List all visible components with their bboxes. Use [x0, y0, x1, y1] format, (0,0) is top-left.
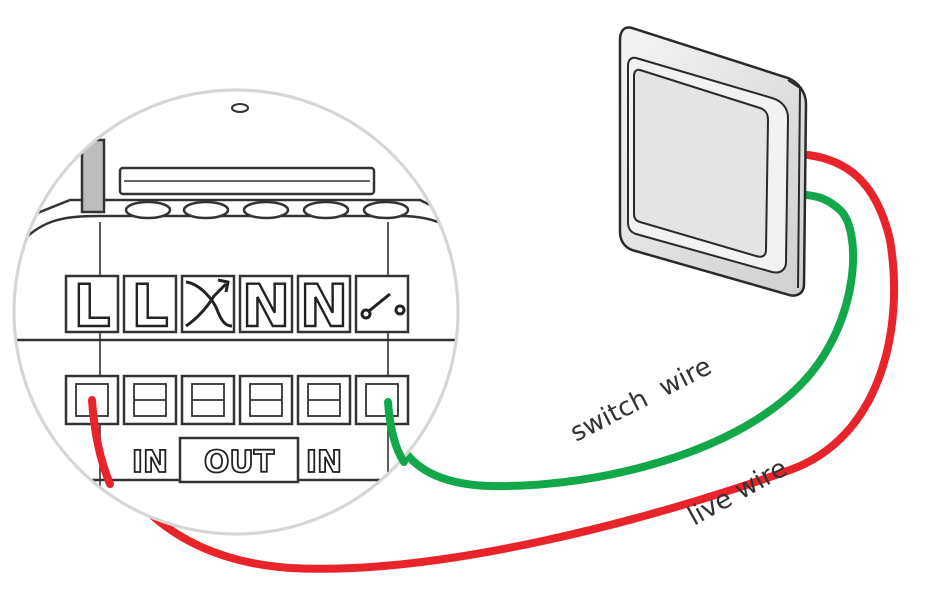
relay-module-magnified: L L N N: [12, 88, 460, 536]
terminal-label-n1: N: [242, 272, 291, 340]
switch-wire-end: [384, 398, 408, 466]
switch-contact-icon: [360, 292, 406, 320]
terminal-label-n2: N: [300, 272, 349, 340]
terminal-label-l2: L: [132, 272, 169, 340]
live-wire-end: [88, 396, 114, 488]
switch-wire: [384, 191, 858, 491]
label-in-left: IN: [132, 445, 168, 480]
label-out: OUT: [204, 445, 275, 480]
light-output-icon: [185, 278, 233, 328]
switch-wire-label: switch wire: [566, 352, 717, 449]
live-wire: [88, 151, 899, 573]
wall-switch: [618, 26, 808, 297]
live-wire-label: live wire: [683, 453, 793, 532]
label-in-right: IN: [306, 445, 342, 480]
terminal-label-l1: L: [74, 272, 111, 340]
